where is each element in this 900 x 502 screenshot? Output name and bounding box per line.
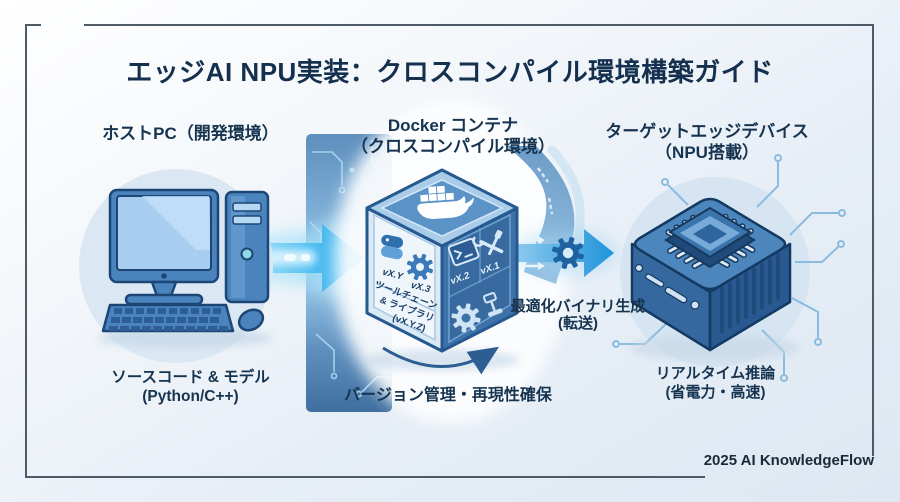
host-caption-line1: ソースコード & モデル — [111, 369, 270, 386]
page-title: エッジAI NPU実装：クロスコンパイル環境構築ガイド — [126, 57, 774, 87]
device-caption: リアルタイム推論 (省電力・高速) — [613, 364, 818, 402]
transfer-label-line2: (転送) — [558, 315, 598, 332]
docker-header-line1: Docker コンテナ — [387, 116, 519, 135]
docker-header: Docker コンテナ （クロスコンパイル環境） — [348, 115, 558, 157]
crossed-tools-icon — [472, 229, 504, 256]
device-caption-line2: (省電力・高速) — [665, 384, 766, 401]
frame-border-bottom — [25, 476, 705, 478]
host-header: ホストPC（開発環境） — [102, 124, 279, 143]
desktop-pc-icon — [97, 188, 273, 348]
frame-border-left — [25, 24, 27, 478]
terminal-icon — [447, 238, 480, 267]
frame-border-right — [872, 24, 874, 456]
gear-version-label: vX.3 — [410, 280, 432, 296]
docker-header-line2: （クロスコンパイル環境） — [351, 137, 555, 156]
device-header: ターゲットエッジデバイス （NPU搭載） — [598, 121, 816, 163]
transfer-label: 最適化バイナリ生成 (転送) — [503, 298, 653, 332]
gear-icon — [548, 233, 588, 273]
python-icon — [380, 234, 404, 260]
npu-device-icon — [630, 197, 800, 361]
docker-whale-icon — [417, 185, 474, 219]
device-caption-line1: リアルタイム推論 — [655, 365, 776, 382]
frame-border-top-stub — [25, 24, 41, 26]
keyboard-keys — [109, 308, 228, 331]
python-version-label: vX.Y — [381, 267, 405, 283]
npu-chip-icon — [664, 206, 756, 269]
transfer-label-line1: 最適化バイナリ生成 — [510, 298, 646, 315]
flow-arrow-docker-to-device — [514, 229, 618, 277]
device-header-line2: （NPU搭載） — [655, 143, 759, 162]
device-header-line1: ターゲットエッジデバイス — [605, 122, 809, 141]
version-cycle-arrow — [382, 346, 500, 375]
host-caption-line2: (Python/C++) — [142, 388, 239, 405]
docker-caption: バージョン管理・再現性確保 — [344, 387, 552, 404]
credit-text: 2025 AI KnowledgeFlow — [703, 452, 874, 469]
docker-cube-icon: vX.Y vX.3 ツールチェーン & ライブラリ (vX.Y.Z) vX.2 … — [364, 168, 520, 371]
frame-border-top — [84, 24, 874, 26]
gear-icon — [449, 301, 483, 335]
clamp-icon — [482, 292, 503, 317]
device-ports — [634, 263, 700, 310]
gear-icon — [402, 249, 438, 285]
host-caption: ソースコード & モデル (Python/C++) — [88, 368, 293, 406]
vent-slots — [720, 253, 780, 334]
